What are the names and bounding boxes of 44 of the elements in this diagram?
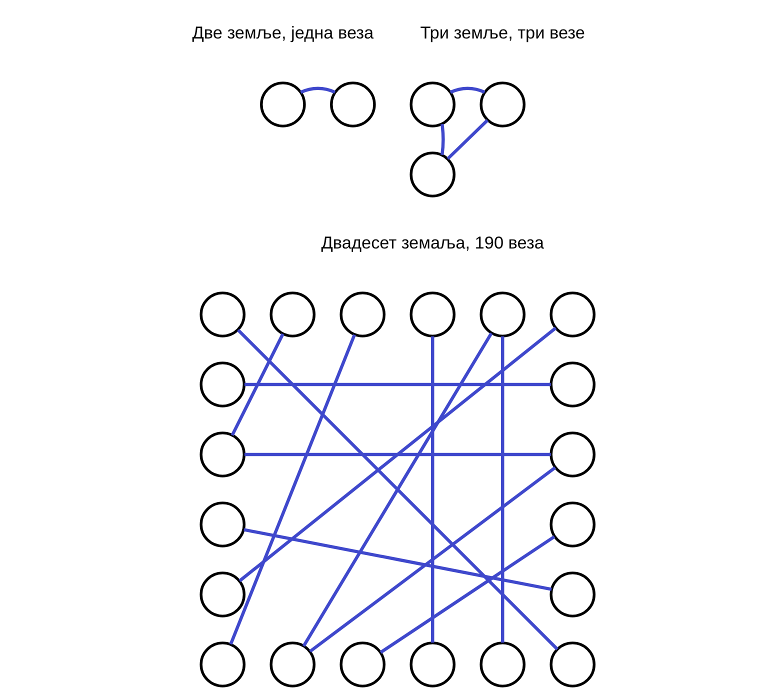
- connector: [230, 333, 284, 436]
- node-circle: [199, 432, 245, 478]
- label: Две земље, једна веза: [192, 22, 374, 43]
- node-circle: [339, 642, 385, 688]
- node-circle: [199, 362, 245, 408]
- node-circle: [549, 572, 595, 618]
- node-circle: [269, 292, 315, 338]
- connector: [228, 334, 356, 645]
- node-circle: [479, 82, 525, 128]
- node-circle: [479, 292, 525, 338]
- node-circle: [549, 432, 595, 478]
- connector: [449, 86, 485, 94]
- node-circle: [409, 642, 455, 688]
- connector: [244, 452, 550, 456]
- connector: [308, 466, 556, 653]
- connector: [243, 528, 552, 591]
- node-circle: [269, 642, 315, 688]
- connector: [238, 326, 556, 582]
- node-circle: [549, 362, 595, 408]
- node-circle: [409, 82, 455, 128]
- connector: [244, 382, 550, 386]
- node-circle: [549, 292, 595, 338]
- label: Двадесет земаља, 190 веза: [320, 232, 544, 253]
- connector: [236, 328, 558, 650]
- connector: [302, 332, 492, 647]
- node-circle: [199, 572, 245, 618]
- label: Три земље, три везе: [420, 22, 584, 43]
- node-circle: [549, 502, 595, 548]
- node-circle: [199, 502, 245, 548]
- connector: [430, 336, 434, 643]
- connector: [300, 86, 336, 94]
- connector: [379, 535, 555, 654]
- connector: [440, 124, 444, 156]
- node-circle: [199, 642, 245, 688]
- node-circle: [199, 292, 245, 338]
- node-circle: [549, 642, 595, 688]
- node-circle: [409, 292, 455, 338]
- node-circle: [330, 82, 376, 128]
- connector: [500, 336, 504, 643]
- node-circle: [339, 292, 385, 338]
- node-circle: [409, 152, 455, 198]
- node-circle: [479, 642, 525, 688]
- node-circle: [260, 82, 306, 128]
- connector: [446, 119, 488, 160]
